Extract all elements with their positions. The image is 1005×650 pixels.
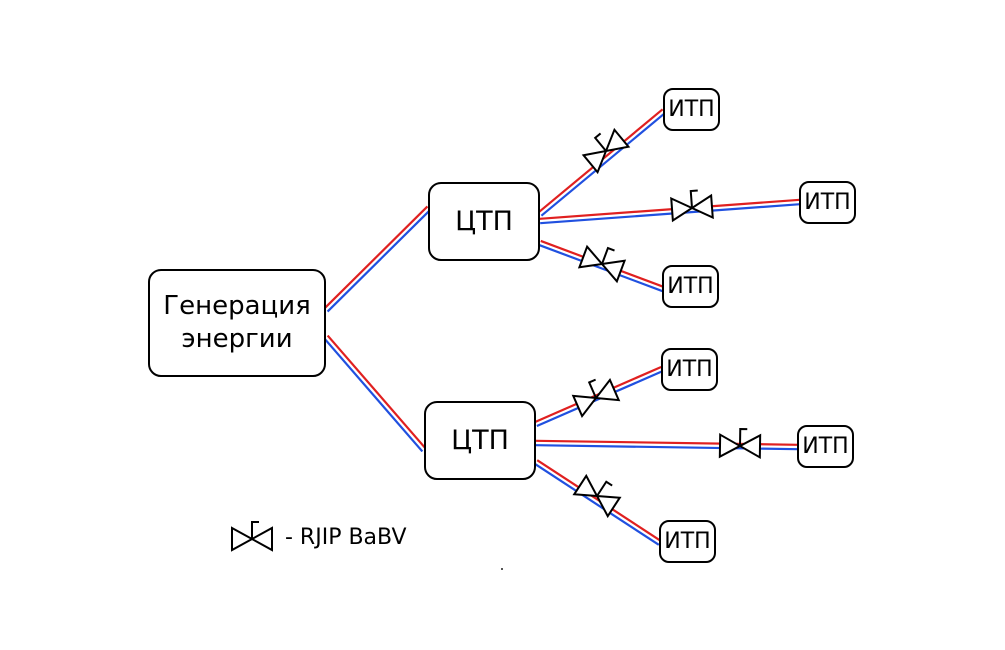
valve-icon [572,473,622,519]
valve-icon [581,127,631,175]
itp-label: ИТП [664,529,711,554]
itp-node-5: ИТП [797,425,854,468]
valve-icon [231,521,273,552]
itp-label: ИТП [802,434,849,459]
itp-node-1: ИТП [663,88,720,131]
valve-icon [718,427,762,460]
ctp-label: ЦТП [455,206,513,237]
legend-valve-icon [231,521,273,552]
legend-label: - RJIP BaBV [285,525,407,550]
valves [571,127,762,519]
generation-label: Генерация энергии [163,291,311,354]
ctp-node-top: ЦТП [428,182,540,261]
branch-2-return-line [540,203,801,225]
ctp-node-bottom: ЦТП [424,401,536,480]
trunk-bottom-supply-line [326,334,427,450]
branch-1-return-line [540,111,667,217]
itp-node-2: ИТП [799,181,856,224]
trunk-top-return-line [326,208,432,313]
trunk-top-supply-line [323,205,429,310]
pipes [323,108,801,546]
generation-node: Генерация энергии [148,269,326,377]
itp-node-6: ИТП [659,520,716,563]
branch-6-return-line [534,462,660,546]
branch-2-supply-line [539,198,800,220]
valve-icon [577,244,627,284]
branch-3-return-line [538,244,663,293]
stray-dot [501,568,503,570]
valve-icon [670,189,714,223]
itp-label: ИТП [666,357,713,382]
valve-icon [571,377,621,419]
itp-label: ИТП [804,190,851,215]
itp-label: ИТП [668,97,715,122]
ctp-label: ЦТП [451,425,509,456]
trunk-bottom-return-line [323,337,424,453]
itp-node-4: ИТП [661,348,718,391]
itp-label: ИТП [667,274,714,299]
itp-node-3: ИТП [662,265,719,308]
